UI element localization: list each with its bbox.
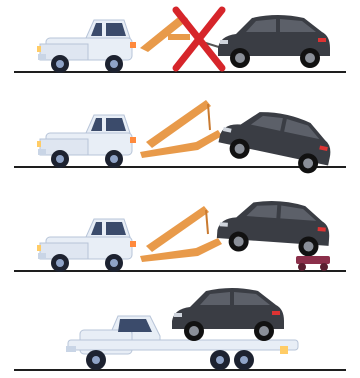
panel-hook-and-chain — [14, 10, 346, 73]
tow-truck — [37, 20, 136, 73]
towed-car — [216, 197, 331, 258]
towed-car — [218, 15, 330, 68]
panel-flatbed — [14, 288, 346, 370]
panel-wheel-lift-dollies — [14, 197, 346, 272]
tow-boom — [140, 206, 222, 262]
tow-boom — [140, 100, 222, 158]
panel-wheel-lift — [14, 100, 346, 177]
wheel-dolly — [296, 256, 330, 271]
tow-truck — [37, 219, 136, 272]
tow-truck — [37, 115, 136, 168]
towed-car — [172, 288, 284, 341]
